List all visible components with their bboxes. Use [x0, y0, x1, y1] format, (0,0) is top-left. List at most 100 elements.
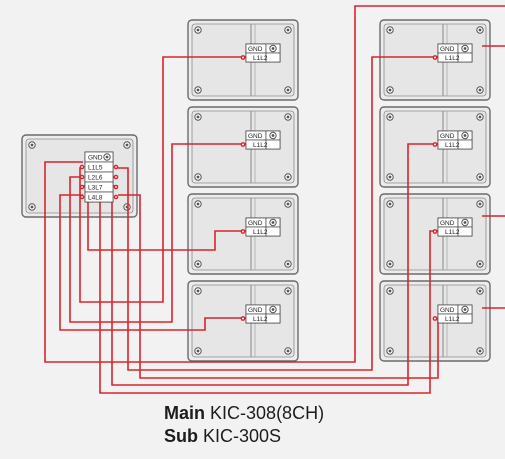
- wire-terminal-dot-center: [434, 56, 436, 59]
- terminal-label-l1l2: L1L2: [253, 316, 268, 323]
- terminal-label: L2L6: [88, 175, 103, 182]
- screw-icon: [386, 113, 394, 121]
- wire-terminal-dot-center: [434, 143, 436, 146]
- screw-slot: [271, 308, 275, 311]
- screw-slot: [286, 175, 290, 179]
- wire-terminal-dot-center: [81, 196, 83, 198]
- screw-slot: [196, 202, 200, 206]
- sub-terminal-block: GND L1L2: [432, 304, 473, 324]
- terminal-label-gnd: GND: [440, 133, 455, 140]
- terminal-label-gnd: GND: [440, 307, 455, 314]
- screw-icon: [194, 347, 202, 355]
- terminal-label-gnd: GND: [248, 46, 263, 53]
- screw-slot: [286, 262, 290, 266]
- sub-unit-panel: [383, 110, 487, 184]
- terminal-label-l1l2: L1L2: [253, 142, 268, 149]
- sub-terminal-block: GND L1L2: [240, 304, 281, 324]
- wire-terminal-dot-center: [242, 143, 244, 146]
- terminal-cell: [84, 191, 114, 203]
- terminal-cell: [265, 139, 281, 150]
- screw-slot: [388, 175, 392, 179]
- terminal-label-gnd: GND: [248, 307, 263, 314]
- screw-slot: [196, 175, 200, 179]
- wire-terminal-dot-center: [434, 317, 436, 320]
- screw-icon: [28, 203, 36, 211]
- terminal-label: GND: [88, 155, 103, 162]
- screw-icon: [476, 200, 484, 208]
- main-model: KIC-308(8CH): [210, 403, 325, 423]
- terminal-label-l1l2: L1L2: [445, 316, 460, 323]
- wire-terminal-dot-center: [115, 196, 117, 198]
- wire-terminal-dot-center: [115, 186, 117, 188]
- screw-icon: [194, 86, 202, 94]
- screw-slot: [196, 289, 200, 293]
- screw-icon: [476, 347, 484, 355]
- sub-caption-line: Sub KIC-300S: [164, 425, 324, 448]
- screw-icon: [386, 86, 394, 94]
- screw-icon: [476, 260, 484, 268]
- sub-unit-box: [187, 19, 299, 101]
- screw-icon: [194, 200, 202, 208]
- wire-terminal-dot-center: [115, 166, 117, 168]
- screw-icon: [476, 173, 484, 181]
- terminal-cell: [457, 226, 473, 237]
- screw-icon: [284, 86, 292, 94]
- screw-slot: [286, 202, 290, 206]
- screw-icon: [476, 287, 484, 295]
- screw-slot: [125, 143, 129, 147]
- screw-slot: [478, 175, 482, 179]
- screw-slot: [271, 221, 275, 224]
- screw-slot: [196, 262, 200, 266]
- wire-left-column: [69, 143, 250, 323]
- screw-icon: [123, 141, 131, 149]
- sub-label: Sub: [164, 426, 198, 446]
- screw-icon: [284, 173, 292, 181]
- sub-unit-panel: [191, 23, 295, 97]
- screw-slot: [105, 155, 109, 159]
- screw-slot: [478, 115, 482, 119]
- screw-slot: [286, 289, 290, 293]
- screw-icon: [476, 26, 484, 34]
- screw-slot: [388, 115, 392, 119]
- terminal-label-gnd: GND: [440, 46, 455, 53]
- screw-slot: [30, 205, 34, 209]
- sub-unit-box: [187, 106, 299, 188]
- sub-unit-box: [379, 19, 491, 101]
- sub-unit-box: [187, 193, 299, 275]
- terminal-label-gnd: GND: [248, 220, 263, 227]
- screw-slot: [271, 134, 275, 137]
- screw-slot: [388, 289, 392, 293]
- wire-terminal-dot-center: [81, 176, 83, 178]
- screw-icon: [461, 218, 469, 227]
- screw-slot: [286, 115, 290, 119]
- sub-terminal-block: GND L1L2: [240, 43, 281, 63]
- screw-icon: [123, 203, 131, 211]
- screw-slot: [286, 349, 290, 353]
- screw-slot: [463, 134, 467, 137]
- screw-slot: [388, 349, 392, 353]
- screw-icon: [284, 347, 292, 355]
- terminal-label: L1L5: [88, 165, 103, 172]
- terminal-label-l1l2: L1L2: [253, 55, 268, 62]
- screw-icon: [103, 153, 111, 161]
- terminal-label: L3L7: [88, 185, 103, 192]
- screw-icon: [194, 173, 202, 181]
- wire-terminal-dot-center: [242, 230, 244, 233]
- screw-slot: [478, 262, 482, 266]
- screw-slot: [478, 202, 482, 206]
- wire-right-column: [118, 56, 443, 371]
- screw-slot: [286, 88, 290, 92]
- wire-left-column: [59, 194, 250, 331]
- screw-icon: [194, 26, 202, 34]
- screw-icon: [284, 287, 292, 295]
- screw-slot: [463, 47, 467, 50]
- wire-terminal-dot-center: [81, 186, 83, 188]
- terminal-cell: [265, 226, 281, 237]
- terminal-label-l1l2: L1L2: [445, 55, 460, 62]
- sub-unit-panel: [191, 197, 295, 271]
- screw-icon: [476, 113, 484, 121]
- sub-unit-box: [187, 280, 299, 362]
- sub-unit-panel: [191, 110, 295, 184]
